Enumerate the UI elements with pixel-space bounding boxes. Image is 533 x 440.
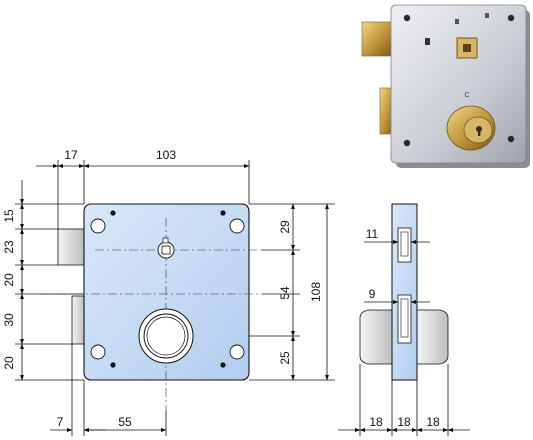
screw-hole-icon xyxy=(90,218,106,234)
dead-bolt xyxy=(71,295,86,345)
side-dimensions: 11 9 18 18 18 xyxy=(338,227,470,436)
dim-label: 9 xyxy=(369,287,376,301)
photo-screw-icon xyxy=(507,14,515,22)
dim-label: 15 xyxy=(2,209,16,223)
dim-label: 7 xyxy=(57,415,64,429)
screw-hole-icon xyxy=(229,344,245,360)
dim-label: 25 xyxy=(278,351,292,365)
cylinder-barrel-right xyxy=(416,309,449,365)
lock-photo: C xyxy=(361,4,530,168)
dim-label: 18 xyxy=(369,415,383,429)
side-view xyxy=(359,203,449,381)
dim-label: 29 xyxy=(278,220,292,234)
screw-hole-icon xyxy=(90,344,106,360)
photo-latch-bolt xyxy=(361,21,393,57)
dim-label: 20 xyxy=(2,273,16,287)
dim-label: 54 xyxy=(278,286,292,300)
lock-plate xyxy=(83,203,250,381)
dim-label: 23 xyxy=(2,240,16,254)
screw-hole-icon xyxy=(229,218,245,234)
dim-label: 11 xyxy=(366,227,379,241)
photo-screw-icon xyxy=(507,135,515,143)
latch-bolt xyxy=(57,228,85,266)
dim-label: 55 xyxy=(118,415,132,429)
photo-screw-icon xyxy=(403,139,411,147)
photo-keyhole-letter: C xyxy=(464,92,469,99)
dim-label: 30 xyxy=(2,313,16,327)
cylinder-barrel-left xyxy=(359,309,393,365)
front-dimensions: 17 103 15 23 20 30 20 7 55 xyxy=(2,148,335,436)
photo-screw-icon xyxy=(403,14,411,22)
dim-label: 108 xyxy=(309,282,323,302)
front-view xyxy=(40,203,262,410)
dim-label: 20 xyxy=(2,356,16,370)
dim-label: 18 xyxy=(426,415,440,429)
dim-label: 103 xyxy=(156,148,176,162)
dim-label: 18 xyxy=(397,415,411,429)
dim-label: 17 xyxy=(64,148,78,162)
